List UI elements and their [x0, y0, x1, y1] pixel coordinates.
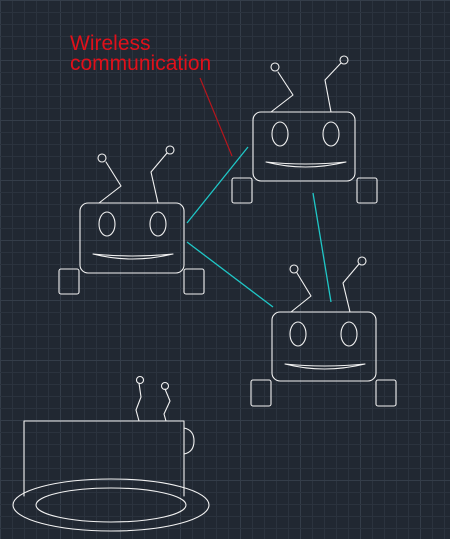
robot-right-wheel [375, 379, 397, 407]
robot-mouth [284, 363, 366, 370]
base-outer-ring [12, 478, 210, 532]
base-left-antenna-tip [135, 375, 145, 385]
robot-left [58, 145, 205, 295]
robot-left-wheel [231, 177, 253, 204]
robot-right-eye [322, 121, 340, 147]
charging-base [12, 375, 210, 532]
robot-right-antenna [342, 263, 360, 313]
base-left-antenna [135, 382, 142, 422]
robot-body [252, 111, 356, 182]
robot-right-wheel [183, 268, 205, 295]
base-right-antenna-tip [160, 381, 170, 391]
robot-body [79, 202, 185, 274]
base-inner-ring [35, 487, 187, 523]
robot-left-eye [271, 121, 289, 147]
annotation-line-2: communication [70, 52, 211, 75]
base-body-outline [23, 420, 185, 497]
robot-right-antenna-tip [339, 55, 349, 65]
robot-right-antenna-tip [165, 145, 175, 155]
link-left-to-bottom-right [186, 241, 274, 308]
robot-left-antenna-tip [270, 62, 280, 72]
robot-left-antenna [290, 272, 312, 313]
robot-left-antenna-tip [289, 264, 299, 274]
robot-mouth [265, 161, 347, 168]
link-left-to-top-right [186, 146, 249, 224]
robot-left-antenna [98, 161, 122, 204]
robot-left-antenna [270, 71, 294, 113]
annotation-line-1: Wireless [70, 32, 151, 55]
wireless-communication-label: Wireless communication [70, 32, 211, 75]
robot-left-antenna-tip [97, 153, 107, 163]
robot-right-eye [340, 321, 358, 347]
base-right-antenna [163, 388, 171, 422]
base-side-knob [183, 427, 195, 455]
robot-left-wheel [250, 379, 272, 407]
robot-right-eye [149, 211, 167, 237]
annotation-leader-line [199, 77, 233, 157]
link-top-right-to-bottom-right [312, 192, 332, 303]
wireless-links [186, 146, 332, 308]
robot-right-antenna-tip [357, 256, 367, 266]
robot-left-wheel [58, 268, 80, 295]
robot-right-antenna [150, 152, 168, 204]
robot-right-antenna [324, 62, 342, 113]
robot-left-eye [289, 321, 307, 347]
robot-body [271, 311, 377, 382]
robot-right-wheel [356, 177, 378, 204]
robot-top-right [231, 55, 378, 204]
robot-mouth [92, 253, 174, 260]
robot-left-eye [98, 211, 116, 237]
robot-bottom-right [250, 256, 397, 407]
